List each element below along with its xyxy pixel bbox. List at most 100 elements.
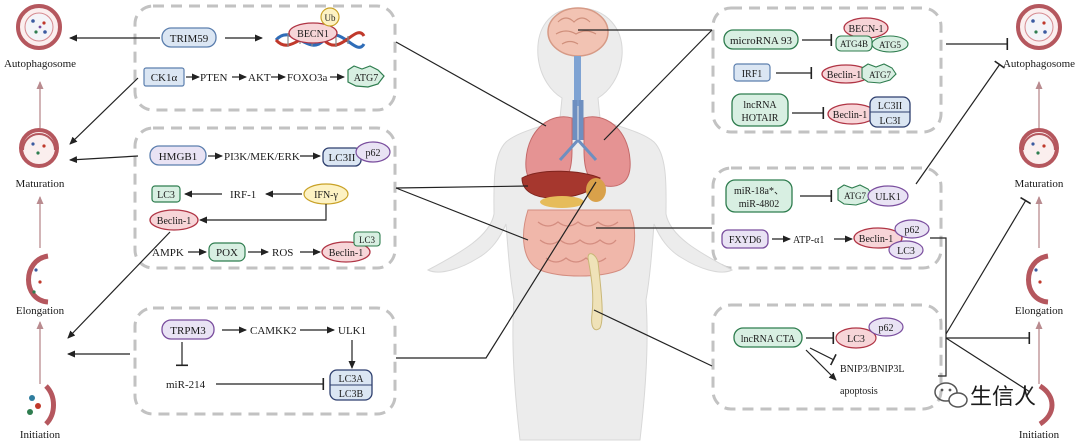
beclin1b-label: Beclin-1	[329, 248, 363, 259]
panel6-content: lncRNA CTA LC3 p62 BNIP3/BNIP3L apoptosi…	[733, 317, 904, 397]
right-autophagosome-icon	[1016, 4, 1062, 50]
atpa1-label: ATP-α1	[793, 235, 824, 246]
lnccta-label: lncRNA CTA	[741, 334, 796, 345]
panel2-content: HMGB1 PI3K/MEK/ERK LC3II p62 LC3 IRF-1 I…	[149, 141, 391, 263]
stomach	[586, 178, 606, 202]
lc3b-node	[353, 231, 381, 247]
apoptosis-label: apoptosis	[840, 386, 878, 397]
akt-label: AKT	[248, 72, 271, 84]
lc3ii-right-label: LC3II	[878, 101, 902, 112]
irf1-label: IRF-1	[230, 189, 256, 201]
connector-liver-to-panel2-b	[395, 187, 529, 241]
trim59-node	[161, 27, 217, 48]
trpm3-node	[161, 319, 215, 340]
atg4b-label: ATG4B	[840, 39, 868, 49]
panels	[133, 4, 943, 416]
panel1-content: TRIM59 BECN1 Ub CK1α PTEN AKT FOXO3a ATG…	[143, 7, 385, 88]
hmgb1-label: HMGB1	[159, 151, 198, 163]
fxyd6-node	[721, 229, 769, 249]
irf1-right-label: IRF1	[742, 69, 763, 80]
beclin1-stomach-node	[853, 227, 903, 249]
trachea	[572, 100, 584, 140]
bnip3-label: BNIP3/BNIP3L	[840, 364, 904, 375]
right-maturation-icon	[1019, 128, 1059, 168]
connector-brain-to-panel1	[395, 41, 547, 127]
mir214-label: miR-214	[166, 379, 206, 391]
panel-liver	[133, 126, 397, 270]
beclin1b-node	[321, 241, 371, 263]
atg5-node	[871, 35, 909, 53]
pancreas	[540, 196, 584, 208]
ulk1-label: ULK1	[338, 325, 366, 337]
lc3ii-label: LC3II	[329, 152, 356, 164]
connector-panel2-to-maturation	[69, 155, 139, 164]
panel-bone-right	[711, 303, 943, 411]
connector-panel2-to-initiation	[67, 231, 171, 339]
lung-right	[583, 116, 631, 187]
left-autophagosome-icon	[16, 4, 62, 50]
panel-bone-left	[133, 306, 397, 416]
becn1-right-label: BECN-1	[849, 24, 884, 35]
panel3-content: TRPM3 CAMKK2 ULK1 miR-214 LC3A LC3B	[161, 319, 373, 401]
microrna93-label: microRNA 93	[730, 35, 793, 47]
right-maturation-label: Maturation	[1015, 178, 1064, 190]
ub-node	[320, 7, 340, 27]
right-initiation-icon	[1038, 383, 1055, 427]
ub-label: Ub	[325, 13, 336, 23]
left-elongation-label: Elongation	[16, 305, 65, 317]
mir18a-label: miR-18a*、	[734, 186, 784, 197]
watermark-text: 生信人	[970, 384, 1036, 409]
lncrna-label: lncRNA	[743, 100, 777, 111]
fxyd6-label: FXYD6	[729, 235, 761, 246]
lc3-bone-node	[835, 327, 877, 349]
atg5-label: ATG5	[879, 40, 901, 50]
ck1a-node	[143, 67, 185, 87]
hmgb1-node	[149, 145, 207, 166]
becn1-node	[288, 22, 338, 44]
left-stage-column: Autophagosome Maturation Elongation Init…	[4, 4, 76, 441]
atg7-label: ATG7	[354, 73, 378, 84]
ampk-label: AMPK	[152, 247, 184, 259]
beclin1-right-label: Beclin-1	[827, 70, 861, 81]
intestines	[523, 209, 636, 277]
ulk1-stomach-label: ULK1	[875, 192, 901, 203]
bronchi	[558, 138, 598, 162]
panel5-content: miR-18a*、 miR-4802 ATG7 ULK1 FXYD6 ATP-α…	[721, 179, 930, 260]
right-autophagosome-label: Autophagosome	[1003, 58, 1075, 70]
microrna93-node	[723, 29, 799, 50]
connector-stomach-to-panel3	[396, 181, 597, 359]
trim59-label: TRIM59	[170, 33, 209, 45]
connector-panel5-to-autophagosome	[915, 60, 1005, 185]
spinal-cord	[574, 56, 581, 106]
lc3-bone-label: LC3	[847, 334, 865, 345]
hotair-node	[731, 93, 789, 127]
lnccta-node	[733, 327, 803, 348]
p62-stomach-label: p62	[905, 225, 920, 236]
left-maturation-label: Maturation	[16, 178, 65, 190]
pten-label: PTEN	[200, 72, 228, 84]
panel-brain-right	[711, 6, 943, 134]
lc3-stomach-label: LC3	[897, 246, 915, 257]
connector-lines	[67, 29, 1034, 398]
p62-node	[355, 141, 391, 163]
foxo3a-label: FOXO3a	[287, 72, 327, 84]
lc3-stomach-node	[888, 240, 924, 260]
lc3-node	[151, 185, 181, 203]
panel-brain-left	[133, 4, 397, 112]
inhibit-lnccta-to-bnip3	[809, 347, 837, 366]
p62-bone-label: p62	[879, 323, 894, 334]
atg7-right-label: ATG7	[869, 70, 891, 80]
panel4-content: microRNA 93 BECN-1 ATG4B ATG5 IRF1 Becli…	[723, 17, 911, 128]
brain	[547, 7, 609, 57]
right-elongation-label: Elongation	[1015, 305, 1064, 317]
beclin1-node	[149, 209, 199, 231]
lc3b-label-2: LC3B	[339, 389, 364, 400]
atg7-stomach-label: ATG7	[844, 191, 866, 201]
left-initiation-label: Initiation	[20, 429, 61, 441]
camkk2-label: CAMKK2	[250, 325, 296, 337]
left-maturation-icon	[19, 128, 59, 168]
panel-stomach	[711, 166, 943, 270]
irf1-right-node	[733, 63, 771, 82]
beclin1-right2-label: Beclin-1	[833, 110, 867, 121]
